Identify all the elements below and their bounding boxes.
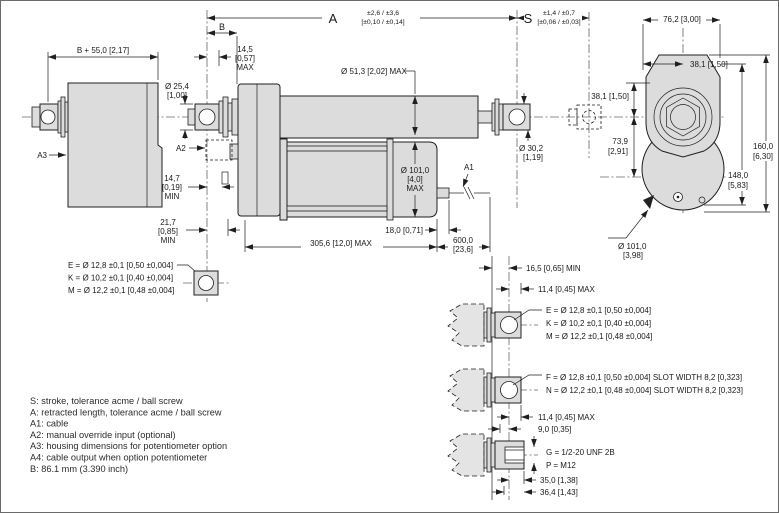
dim-101-l3: MAX [406,184,424,193]
callout-a3-label: A3 [37,151,47,160]
dim-101-l2: [4,0] [407,175,423,184]
dim-600-l1: 600,0 [453,236,474,245]
ekm-m-label: M = Ø 12,2 ±0,1 [0,48 ±0,004] [68,286,174,295]
legend-line-a1: A1: cable [30,419,68,429]
dim-16-5-label: 16,5 [0,65] MIN [526,264,581,273]
dim-b55-label: B + 55,0 [2,17] [77,46,129,55]
legend-line-a2: A2: manual override input (optional) [30,430,176,440]
legend-line-a3: A3: housing dimensions for potentiometer… [30,441,227,451]
ekm-k-label-2: K = Ø 10,2 ±0,1 [0,40 ±0,004] [546,319,651,328]
ekm-e-label-2: E = Ø 12,8 ±0,1 [0,50 ±0,004] [546,306,651,315]
dim-a-tol-mm: ±2,6 / ±3,6 [367,10,399,17]
dim-s-tol-in: [±0,06 / ±0,03] [537,19,580,26]
dim-101-l1: Ø 101,0 [401,166,430,175]
dim-b-label: B [219,22,225,32]
manual-override-outline [205,139,233,161]
dim-148-l2: [5,83] [728,181,748,190]
legend-line-b: B: 86.1 mm (3.390 inch) [30,464,128,474]
dim-14-7-l2: [0,19] [162,183,182,192]
dim-73-9-l2: [2,91] [608,147,628,156]
left-view-potentiometer-housing: B + 55,0 [2,17] A3 [31,46,163,208]
dim-14-7-l3: MIN [165,192,180,201]
dim-600-l2: [23,6] [453,245,473,254]
dim-21-7-l3: MIN [161,236,176,245]
ekm-e-label: E = Ø 12,8 ±0,1 [0,50 ±0,004] [68,261,173,270]
dim-148-l1: 148,0 [728,171,749,180]
dim-38-1-v-label: 38,1 [1,50] [591,92,629,101]
dim-9-label: 9,0 [0,35] [538,425,571,434]
dim-305-label: 305,6 [12,0] MAX [310,239,372,248]
legend-line-a: A: retracted length, tolerance acme / ba… [30,407,222,417]
dim-30-2-l2: [1,19] [523,153,543,162]
dim-21-7-l2: [0,85] [158,227,178,236]
dim-14-5-l3: MAX [236,63,254,72]
clamp-wedge [643,195,654,209]
dim-s-tol-mm: ±1,4 / ±0,7 [543,10,575,17]
legend-line-s: S: stroke, tolerance acme / ball screw [30,396,183,406]
dim-30-2-l1: Ø 30,2 [519,144,544,153]
end-view: 76,2 [3,00] 38,1 [1,50] 38,1 [1,50] 73,9… [591,12,778,260]
dim-160-l2: [6,30] [753,152,773,161]
gp-p-label: P = M12 [546,461,576,470]
rod-end-ekm-left-block: E = Ø 12,8 ±0,1 [0,50 ±0,004] K = Ø 10,2… [68,261,219,296]
dim-18-label: 18,0 [0,71] [385,226,423,235]
callout-a1-label: A1 [464,163,474,172]
gp-g-label: G = 1/2-20 UNF 2B [546,448,615,457]
dim-a-label: A [329,11,338,26]
extended-position-eye [568,104,602,130]
main-view-dimensions: A ±2,6 / ±3,6 [±0,10 / ±0,14] S ±1,4 / ±… [158,8,589,254]
ekm-m-label-2: M = Ø 12,2 ±0,1 [0,48 ±0,004] [546,332,652,341]
fn-f-label: F = Ø 12,8 ±0,1 [0,50 ±0,004] SLOT WIDTH… [546,373,742,382]
dim-25-4-l1: Ø 25,4 [165,82,190,91]
dim-76-2-label: 76,2 [3,00] [663,15,701,24]
dim-25-4-l2: [1,00] [167,91,187,100]
dim-14-7-l1: 14,7 [164,174,180,183]
dim-35-label: 35,0 [1,38] [540,476,578,485]
legend-line-a4: A4: cable output when option potentiomet… [30,453,207,463]
legend: S: stroke, tolerance acme / ball screw A… [30,396,227,474]
dim-160-l1: 160,0 [753,142,774,151]
dim-14-5-l1: 14,5 [237,45,253,54]
dim-36-4-label: 36,4 [1,43] [540,488,578,497]
dim-s-label: S [524,11,533,26]
rod-end-stack: 16,5 [0,65] MIN 11,4 [0,45] MAX E = Ø 12… [447,264,743,497]
callout-a2-label: A2 [176,144,186,153]
dim-a-tol-in: [±0,10 / ±0,14] [361,19,404,26]
dim-38-1-h-label: 38,1 [1,50] [690,60,728,69]
dim-21-7-l1: 21,7 [160,218,176,227]
dim-51-3-label: Ø 51,3 [2,02] MAX [341,67,407,76]
dim-101-end-l1: Ø 101,0 [618,242,647,251]
dim-14-5-l2: [0,57] [235,54,255,63]
dim-73-9-l1: 73,9 [612,137,628,146]
fn-n-label: N = Ø 12,2 ±0,1 [0,48 ±0,004] SLOT WIDTH… [546,386,743,395]
dim-101-end-l2: [3,98] [623,251,643,260]
ekm-k-label: K = Ø 10,2 ±0,1 [0,40 ±0,004] [68,274,173,283]
main-view-actuator [187,83,602,221]
dim-11-4-top-label: 11,4 [0,45] MAX [538,285,595,294]
dim-11-4-mid-label: 11,4 [0,45] MAX [538,413,595,422]
